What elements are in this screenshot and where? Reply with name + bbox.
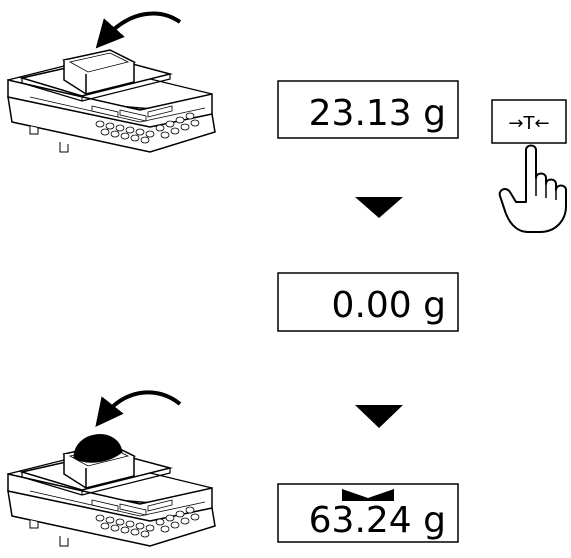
display-panel: 0.00 g [277, 272, 459, 332]
pointing-hand-icon [498, 144, 567, 233]
tare-key-button[interactable]: →T← [491, 99, 567, 144]
curved-arrow-icon [95, 11, 182, 49]
display-reading: 0.00 g [332, 285, 446, 326]
scale-with-loaded-container-icon [7, 434, 216, 547]
down-triangle-icon [355, 197, 403, 218]
tare-key-label: →T← [508, 113, 549, 134]
down-triangle-icon [355, 405, 403, 428]
scale-with-empty-container-icon [7, 49, 216, 153]
stability-marker-icon [342, 489, 394, 501]
display-panel: 23.13 g [277, 80, 459, 139]
curved-arrow-icon [95, 390, 182, 428]
display-reading: 63.24 g [309, 500, 446, 541]
display-panel: 63.24 g [277, 483, 459, 543]
display-reading: 23.13 g [309, 93, 446, 134]
